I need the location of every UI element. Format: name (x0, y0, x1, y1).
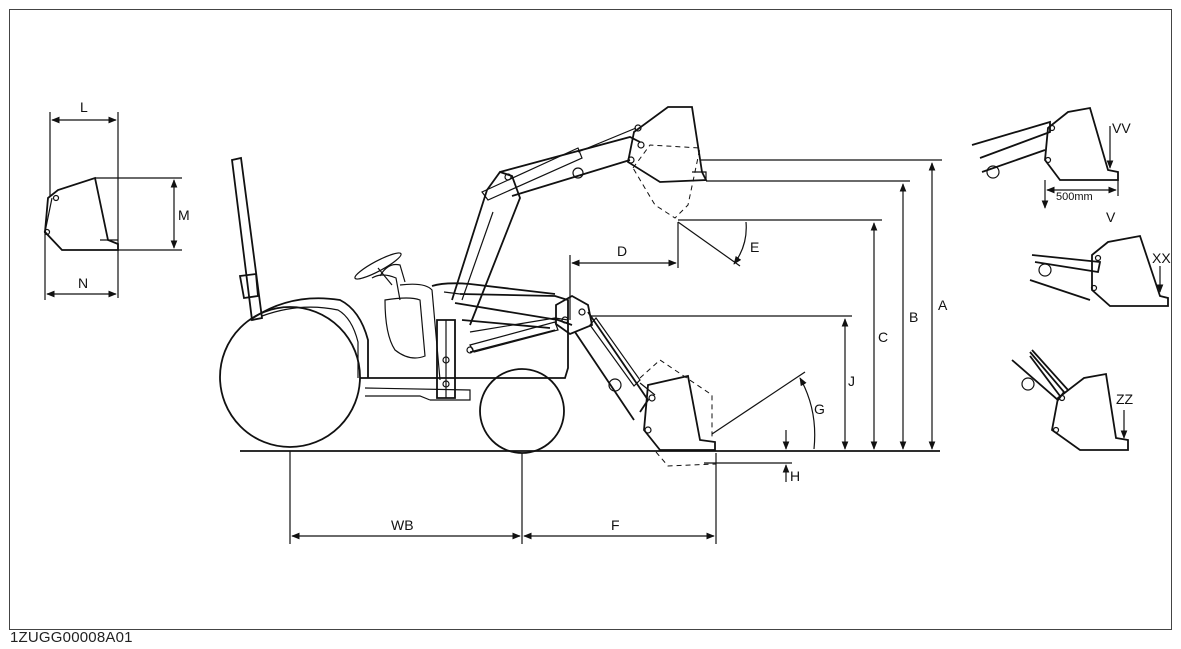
label-WB: WB (391, 517, 414, 533)
label-M: M (178, 207, 190, 223)
label-B: B (909, 309, 918, 325)
label-E: E (750, 239, 759, 255)
reach-dimensions (289, 221, 816, 544)
bucket-detail-vv (971, 106, 1119, 209)
label-F: F (611, 517, 620, 533)
label-D: D (617, 243, 627, 259)
figure-id: 1ZUGG00008A01 (10, 629, 133, 646)
label-XX: XX (1152, 250, 1171, 266)
label-VV: VV (1112, 120, 1131, 136)
bucket-detail-left (43, 112, 182, 300)
label-500mm: 500mm (1056, 191, 1093, 203)
bucket-detail-zz (1011, 349, 1129, 451)
label-A: A (938, 297, 948, 313)
label-L: L (80, 99, 88, 115)
loader-arm-lowered (454, 294, 717, 467)
height-dimensions (590, 159, 942, 450)
tractor-body (219, 156, 569, 454)
bucket-detail-xx (1029, 234, 1169, 307)
label-G: G (814, 401, 825, 417)
label-ZZ: ZZ (1116, 391, 1134, 407)
diagram-frame (9, 9, 1172, 630)
label-V: V (1106, 209, 1116, 225)
label-J: J (848, 373, 855, 389)
label-H: H (790, 468, 800, 484)
label-N: N (78, 275, 88, 291)
label-C: C (878, 329, 888, 345)
loader-arm-raised (451, 106, 708, 326)
